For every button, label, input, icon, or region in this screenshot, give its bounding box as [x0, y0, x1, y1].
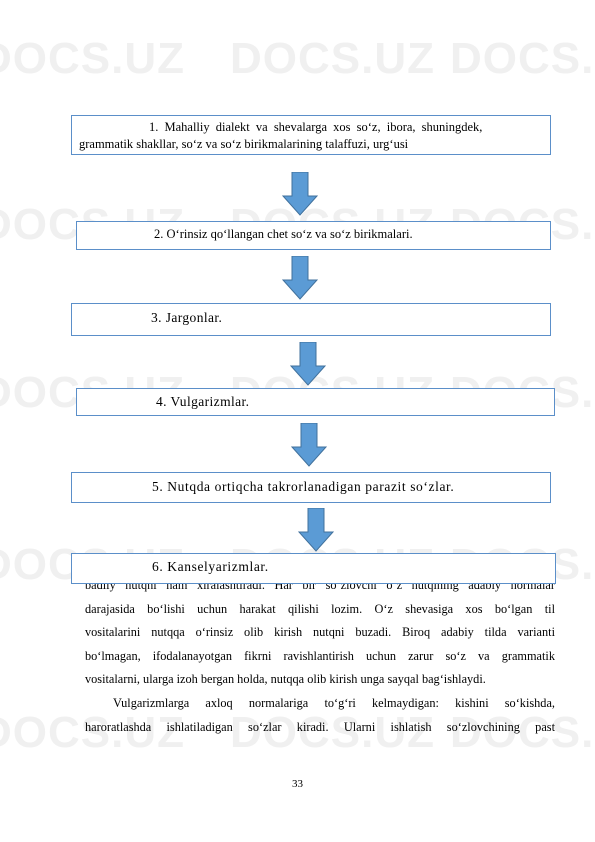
flow-step-5: 5. Nutqda ortiqcha takrorlanadigan paraz…	[71, 472, 551, 503]
body-line: vositalarni, ularga izoh bergan holda, n…	[85, 672, 486, 687]
down-arrow-icon	[282, 256, 318, 300]
flow-step-1-line-2: grammatik shakllar, so‘z va so‘z birikma…	[79, 137, 409, 151]
watermark: DOCS.UZ	[450, 34, 595, 83]
flow-step-2: 2. O‘rinsiz qo‘llangan chet so‘z va so‘z…	[76, 221, 551, 250]
watermark: DOCS.UZ	[230, 34, 435, 83]
page-number: 33	[292, 778, 303, 790]
down-arrow-icon	[291, 423, 327, 467]
down-arrow-icon	[290, 342, 326, 386]
flow-step-3-label: 3. Jargonlar.	[151, 310, 223, 325]
watermark: DOCS.UZ	[0, 34, 185, 83]
body-paragraph: badiiy nutqni ham xiralashtiradi. Har bi…	[85, 574, 555, 739]
flow-step-1-line-1: 1. Mahalliy dialekt va shevalarga xos so…	[149, 120, 483, 134]
flow-step-4-label: 4. Vulgarizmlar.	[156, 394, 250, 409]
body-line: darajasida bo‘lishi uchun harakat qilish…	[85, 601, 555, 616]
flow-step-1: 1. Mahalliy dialekt va shevalarga xos so…	[71, 115, 551, 155]
flow-step-4: 4. Vulgarizmlar.	[76, 388, 555, 416]
down-arrow-icon	[282, 172, 318, 216]
flow-step-2-label: 2. O‘rinsiz qo‘llangan chet so‘z va so‘z…	[154, 227, 413, 241]
flow-step-5-label: 5. Nutqda ortiqcha takrorlanadigan paraz…	[152, 479, 455, 494]
body-line: Vulgarizmlarga axloq normalariga to‘g‘ri…	[113, 695, 555, 710]
down-arrow-icon	[298, 508, 334, 552]
body-line: haroratlashda ishlatiladigan so‘zlar kir…	[85, 719, 555, 734]
flow-step-6: 6. Kanselyarizmlar.	[71, 553, 556, 584]
flow-step-3: 3. Jargonlar.	[71, 303, 551, 336]
body-line: vositalarini nutqqa o‘rinsiz olib kirish…	[85, 625, 555, 640]
flow-step-6-label: 6. Kanselyarizmlar.	[152, 559, 269, 574]
body-line: bo‘lmagan, ifodalanayotgan fikrni ravish…	[85, 648, 555, 663]
